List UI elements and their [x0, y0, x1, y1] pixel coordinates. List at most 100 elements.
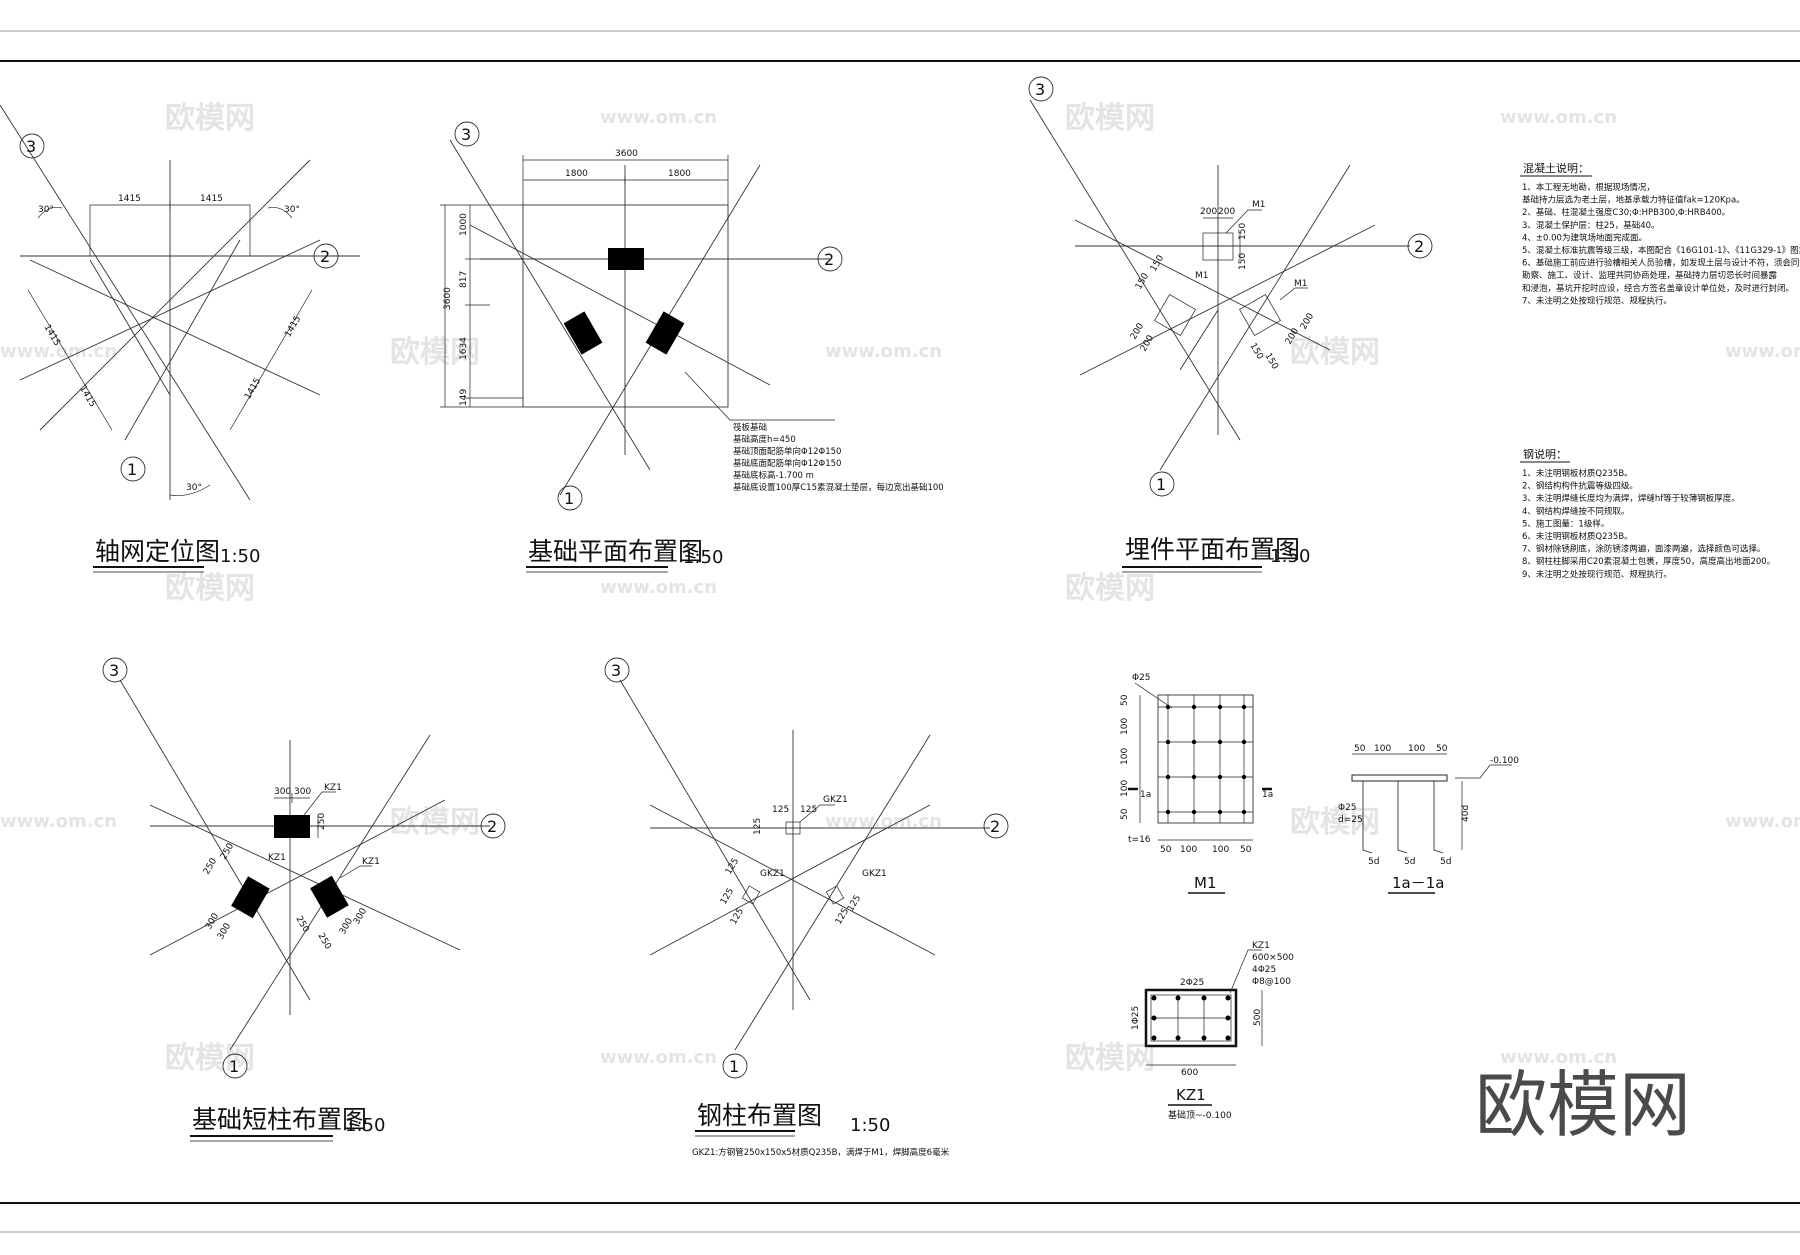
dim-label: 1415 [283, 314, 303, 339]
axis-label: 1 [1156, 475, 1166, 494]
detail-title: 1a－1a [1392, 874, 1444, 892]
dim-label: 200 [1299, 311, 1316, 331]
pier-block [310, 875, 349, 918]
kz1-spec: Φ8@100 [1252, 977, 1291, 987]
dim-label: 1415 [243, 377, 263, 402]
dim-label: 50 [1436, 744, 1448, 754]
angle-label: 30° [284, 205, 300, 215]
bar-label: 1Φ25 [1131, 1006, 1141, 1030]
dim-label: 300 [352, 906, 369, 926]
dim-label: 125 [753, 818, 763, 835]
dim-label: 300 [274, 787, 291, 797]
axis-label: 2 [320, 247, 330, 266]
legend-line: 基础底面配筋单向Φ12Φ150 [733, 458, 841, 469]
notes-title: 钢说明： [1523, 447, 1567, 461]
dim-label: 50 [1160, 845, 1172, 855]
drawing-title: 轴网定位图 [95, 537, 220, 566]
dim-label: 125 [719, 887, 736, 907]
drawing-title: 埋件平面布置图 [1125, 535, 1300, 564]
note-line: 4、±0.00为建筑场地面完成面。 [1522, 232, 1647, 243]
drawing-scale: 1:50 [1270, 546, 1310, 567]
anchor-bar [1165, 774, 1171, 780]
brand-watermark: 欧模网 [1475, 1063, 1691, 1147]
dim-label: 150 [1238, 253, 1248, 270]
dim-label: 200 [1139, 333, 1156, 353]
axis-label: 3 [461, 125, 471, 144]
note-line: 1、本工程无地勘，根据现场情况， [1522, 182, 1655, 193]
steel-column [825, 885, 845, 905]
dim-label: 1800 [565, 169, 588, 179]
watermark: www.om.cn [825, 341, 942, 362]
column-block [563, 311, 603, 355]
note-line: 8、钢柱柱脚采用C20素混凝土包裹，厚度50，高度高出地面200。 [1522, 556, 1775, 567]
notes-block: 混凝土说明： 1、本工程无地勘，根据现场情况， 基础持力层选为老土层，地基承载力… [1520, 161, 1800, 580]
bar-label: Φ25 [1132, 673, 1151, 683]
watermark: 欧模网 [1065, 101, 1155, 136]
dim-label: 600 [1181, 1068, 1198, 1078]
drawing-title: 基础短柱布置图 [192, 1105, 367, 1134]
dim-label: 100 [1374, 744, 1391, 754]
axis-label: 2 [487, 817, 497, 836]
watermark: 欧模网 [165, 1041, 255, 1076]
note-line: 1、未注明钢板材质Q235B。 [1522, 468, 1633, 479]
notes-title: 混凝土说明： [1523, 161, 1589, 175]
dim-label: 300 [294, 787, 311, 797]
note-line: 5、施工图量：1级样。 [1522, 518, 1609, 529]
axis-label: 1 [229, 1057, 239, 1076]
angle-label: 30° [186, 483, 202, 493]
watermark: 欧模网 [1065, 1041, 1155, 1076]
elev-label: -0.100 [1490, 756, 1519, 766]
bar-label: Φ25 [1338, 803, 1357, 813]
embed-plate [1239, 294, 1281, 336]
embed-label: M1 [1252, 200, 1266, 210]
axis-label: 2 [1414, 237, 1424, 256]
dim-label: 100 [1180, 845, 1197, 855]
angle-label: 30° [38, 205, 54, 215]
drawing-scale: 1:50 [850, 1115, 890, 1136]
dim-label: 100 [1408, 744, 1425, 754]
kz1-spec: KZ1 [1252, 941, 1270, 951]
anchor-bar [1217, 739, 1223, 745]
watermark: 欧模网 [390, 335, 480, 370]
detail-title: KZ1 [1176, 1086, 1206, 1104]
column-block [608, 248, 644, 270]
anchor-bar [1191, 809, 1197, 815]
embed-plan-drawing: 200 200 150 150 M1 M1 M1 150 150 200 200… [1028, 76, 1433, 573]
dim-label: 817 [459, 271, 469, 288]
note-line: 5、混凝土标准抗震等级三级，本图配合《16G101-1》、《11G329-1》图… [1522, 245, 1800, 256]
dim-label: 100 [1120, 780, 1130, 797]
watermark: www.om.cn [600, 1047, 717, 1068]
note-line: 勘察、施工、设计、监理共同协商处理，基础持力层切忌长时间暴露 [1522, 270, 1778, 281]
anchor-bar [1241, 774, 1247, 780]
steel-column [785, 821, 801, 835]
grid-layout-drawing: 1415 1415 1415 1415 1415 1415 30° 30° 30… [0, 104, 360, 573]
pier-label: KZ1 [324, 783, 342, 793]
watermark: 欧模网 [1290, 805, 1380, 840]
anchor-bar [1191, 774, 1197, 780]
dim-label: 5d [1404, 857, 1415, 867]
pier-label: KZ1 [362, 857, 380, 867]
legend-line: 基础底设置100厚C15素混凝土垫层，每边宽出基础100 [733, 482, 944, 493]
drawing-title: 钢柱布置图 [697, 1101, 822, 1130]
dim-label: 3600 [443, 287, 453, 310]
axis-label: 1 [564, 489, 574, 508]
dim-label: 150 [1149, 253, 1166, 273]
dim-label: 1000 [459, 213, 469, 236]
legend-line: 基础底标高-1.700 m [733, 470, 814, 481]
dim-label: 125 [729, 907, 746, 927]
dim-label: 50 [1120, 694, 1130, 706]
axis-label: 3 [1035, 80, 1045, 99]
pier-plan-drawing: 300 300 250 KZ1 KZ1 KZ1 250 250 300 300 … [102, 657, 506, 1142]
note-line: 6、未注明钢板材质Q235B。 [1522, 531, 1633, 542]
dim-label: 100 [1120, 748, 1130, 765]
thickness-label: t=16 [1128, 835, 1151, 845]
drawing-scale: 1:50 [345, 1115, 385, 1136]
axis-label: 1 [729, 1057, 739, 1076]
axis-label: 2 [990, 817, 1000, 836]
dim-label: 250 [202, 856, 219, 876]
dim-label: 500 [1253, 1009, 1263, 1026]
legend-line: 基础顶面配筋单向Φ12Φ150 [733, 446, 841, 457]
note-line: 3、未注明焊缝长度均为满焊，焊缝hf等于较薄钢板厚度。 [1522, 493, 1740, 504]
watermark: www.om.cn [0, 811, 117, 832]
watermark: www.om.cn [825, 811, 942, 832]
